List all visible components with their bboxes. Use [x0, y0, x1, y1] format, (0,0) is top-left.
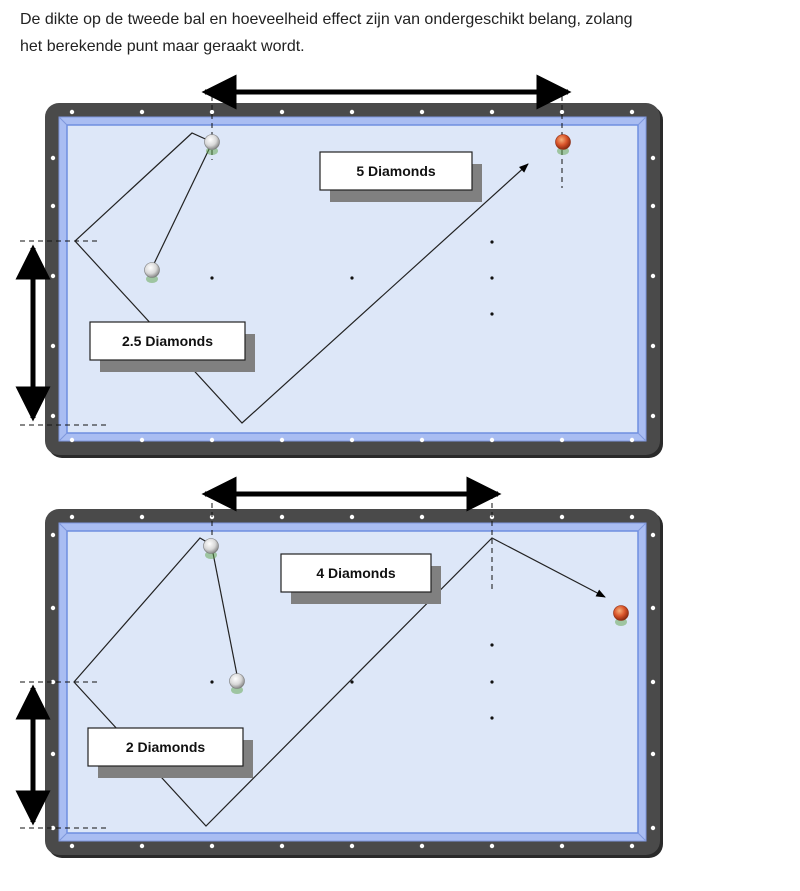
rail-bevel	[58, 432, 68, 442]
diamond-marker	[349, 109, 355, 115]
diamond-marker	[489, 437, 495, 443]
billiard-diagram-2: 4 Diamonds 2 Diamonds	[15, 476, 663, 858]
rail-bevel	[637, 522, 647, 532]
diamond-marker	[629, 109, 635, 115]
spot-dot	[350, 276, 354, 280]
diamond-marker	[69, 514, 75, 520]
diamond-marker	[50, 343, 56, 349]
rail-bevel	[637, 832, 647, 842]
diamond-marker	[279, 437, 285, 443]
diamond-marker	[50, 679, 56, 685]
spot-dot	[490, 643, 494, 647]
spot-dot	[490, 240, 494, 244]
diamond-marker	[50, 155, 56, 161]
rail-bevel	[58, 832, 68, 842]
diamond-marker	[50, 532, 56, 538]
diamond-marker	[69, 109, 75, 115]
diamond-marker	[349, 514, 355, 520]
cue-ball-path	[211, 547, 239, 681]
diamond-marker	[629, 843, 635, 849]
diamond-marker	[279, 514, 285, 520]
diamond-marker	[650, 605, 656, 611]
side-diamonds-label-text: 2 Diamonds	[126, 739, 206, 755]
spot-dot	[350, 680, 354, 684]
diamond-marker	[50, 751, 56, 757]
diamond-marker	[50, 413, 56, 419]
diamond-marker	[650, 532, 656, 538]
diamond-marker	[69, 843, 75, 849]
diamond-marker	[629, 514, 635, 520]
diamond-marker	[50, 825, 56, 831]
intro-line-2: het berekende punt maar geraakt wordt.	[20, 38, 305, 55]
cue-ball-path	[150, 142, 213, 271]
diamond-marker	[419, 843, 425, 849]
diamond-marker	[50, 605, 56, 611]
diamond-marker	[139, 109, 145, 115]
spot-dot	[490, 716, 494, 720]
spot-dot	[490, 680, 494, 684]
diamond-marker	[69, 437, 75, 443]
intro-text: De dikte op de tweede bal en hoeveelheid…	[20, 6, 800, 60]
diamond-marker	[419, 109, 425, 115]
rail-bevel	[58, 522, 68, 532]
diamond-marker	[279, 109, 285, 115]
diamond-marker	[209, 843, 215, 849]
intro-line-1: De dikte op de tweede bal en hoeveelheid…	[20, 11, 633, 28]
diamond-marker	[489, 843, 495, 849]
top-diamonds-label-box	[280, 553, 432, 593]
diamond-marker	[209, 437, 215, 443]
spot-dot	[490, 276, 494, 280]
diamond-marker	[50, 273, 56, 279]
diamond-marker	[209, 109, 215, 115]
diamond-marker	[559, 109, 565, 115]
billiard-diagram-1: 5 Diamonds 2.5 Diamonds	[15, 74, 663, 458]
diamond-marker	[139, 514, 145, 520]
object-ball-red	[613, 605, 629, 621]
top-diamonds-label-text: 4 Diamonds	[316, 565, 396, 581]
diamond-marker	[650, 679, 656, 685]
diamond-marker	[279, 843, 285, 849]
spot-dot	[210, 276, 214, 280]
diamond-marker	[489, 109, 495, 115]
object-ball-white	[144, 262, 160, 278]
rail-bevel	[58, 116, 68, 126]
rail-bevel	[637, 432, 647, 442]
diamond-marker	[349, 437, 355, 443]
spot-dot	[490, 312, 494, 316]
cue-ball	[203, 538, 219, 554]
diamond-marker	[50, 203, 56, 209]
diamond-marker	[629, 437, 635, 443]
diamond-marker	[139, 843, 145, 849]
object-ball-white	[229, 673, 245, 689]
diamond-marker	[650, 343, 656, 349]
side-diamonds-label-box	[87, 727, 244, 767]
diamond-marker	[559, 843, 565, 849]
rail-bevel	[637, 116, 647, 126]
diamond-marker	[139, 437, 145, 443]
side-diamonds-label-text: 2.5 Diamonds	[122, 333, 213, 349]
top-diamonds-label-box	[319, 151, 473, 191]
diamond-marker	[650, 825, 656, 831]
diamond-marker	[419, 437, 425, 443]
side-diamonds-label-box	[89, 321, 246, 361]
diamond-marker	[650, 751, 656, 757]
diamond-marker	[650, 203, 656, 209]
top-diamonds-label-text: 5 Diamonds	[356, 163, 436, 179]
spot-dot	[210, 680, 214, 684]
diamond-marker	[419, 514, 425, 520]
diamond-marker	[650, 155, 656, 161]
cue-ball-route	[74, 132, 529, 424]
diamond-marker	[559, 437, 565, 443]
diamond-marker	[559, 514, 565, 520]
diamond-marker	[650, 413, 656, 419]
diamond-marker	[349, 843, 355, 849]
diamond-marker	[650, 273, 656, 279]
object-ball-red	[555, 134, 571, 150]
cue-ball	[204, 134, 220, 150]
